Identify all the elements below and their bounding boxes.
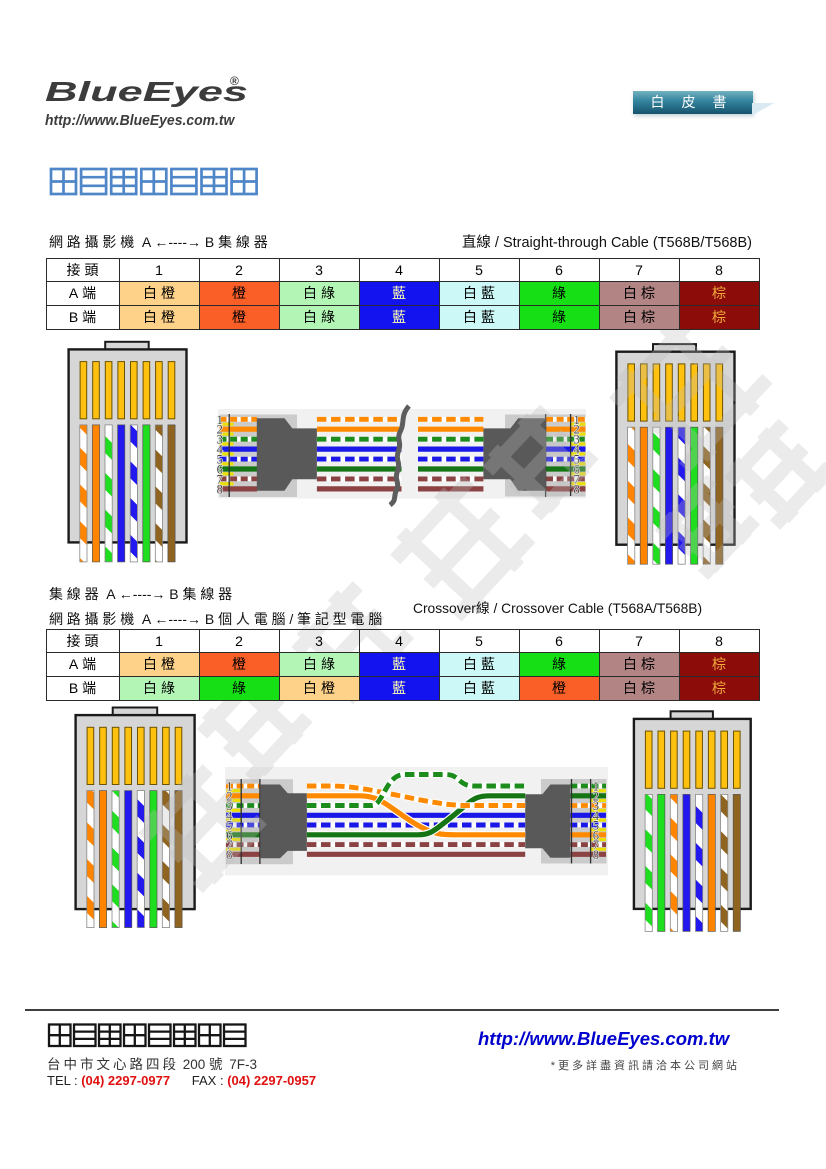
svg-text:6: 6 (574, 463, 580, 477)
svg-text:2: 2 (574, 423, 580, 437)
svg-text:7: 7 (574, 472, 580, 486)
svg-text:4: 4 (574, 443, 581, 457)
svg-text:5: 5 (217, 453, 223, 467)
svg-text:4: 4 (593, 809, 600, 823)
svg-text:4: 4 (226, 809, 233, 823)
svg-text:8: 8 (593, 848, 599, 862)
svg-text:1: 1 (593, 780, 599, 794)
svg-text:3: 3 (217, 433, 223, 447)
svg-text:3: 3 (593, 799, 599, 813)
svg-text:4: 4 (217, 443, 224, 457)
svg-text:5: 5 (226, 819, 232, 833)
svg-text:7: 7 (593, 838, 599, 852)
svg-text:1: 1 (217, 413, 223, 427)
svg-text:5: 5 (593, 819, 599, 833)
svg-text:8: 8 (217, 482, 223, 496)
svg-text:7: 7 (217, 472, 223, 486)
svg-text:8: 8 (226, 848, 232, 862)
svg-text:8: 8 (574, 482, 580, 496)
svg-text:6: 6 (226, 828, 232, 842)
svg-text:1: 1 (574, 413, 580, 427)
svg-text:6: 6 (217, 463, 223, 477)
svg-text:7: 7 (226, 838, 232, 852)
svg-text:6: 6 (593, 828, 599, 842)
svg-text:2: 2 (217, 423, 223, 437)
svg-text:3: 3 (226, 799, 232, 813)
svg-text:3: 3 (574, 433, 580, 447)
svg-text:5: 5 (574, 453, 580, 467)
svg-text:2: 2 (593, 789, 599, 803)
svg-text:2: 2 (226, 789, 232, 803)
svg-text:1: 1 (226, 780, 232, 794)
